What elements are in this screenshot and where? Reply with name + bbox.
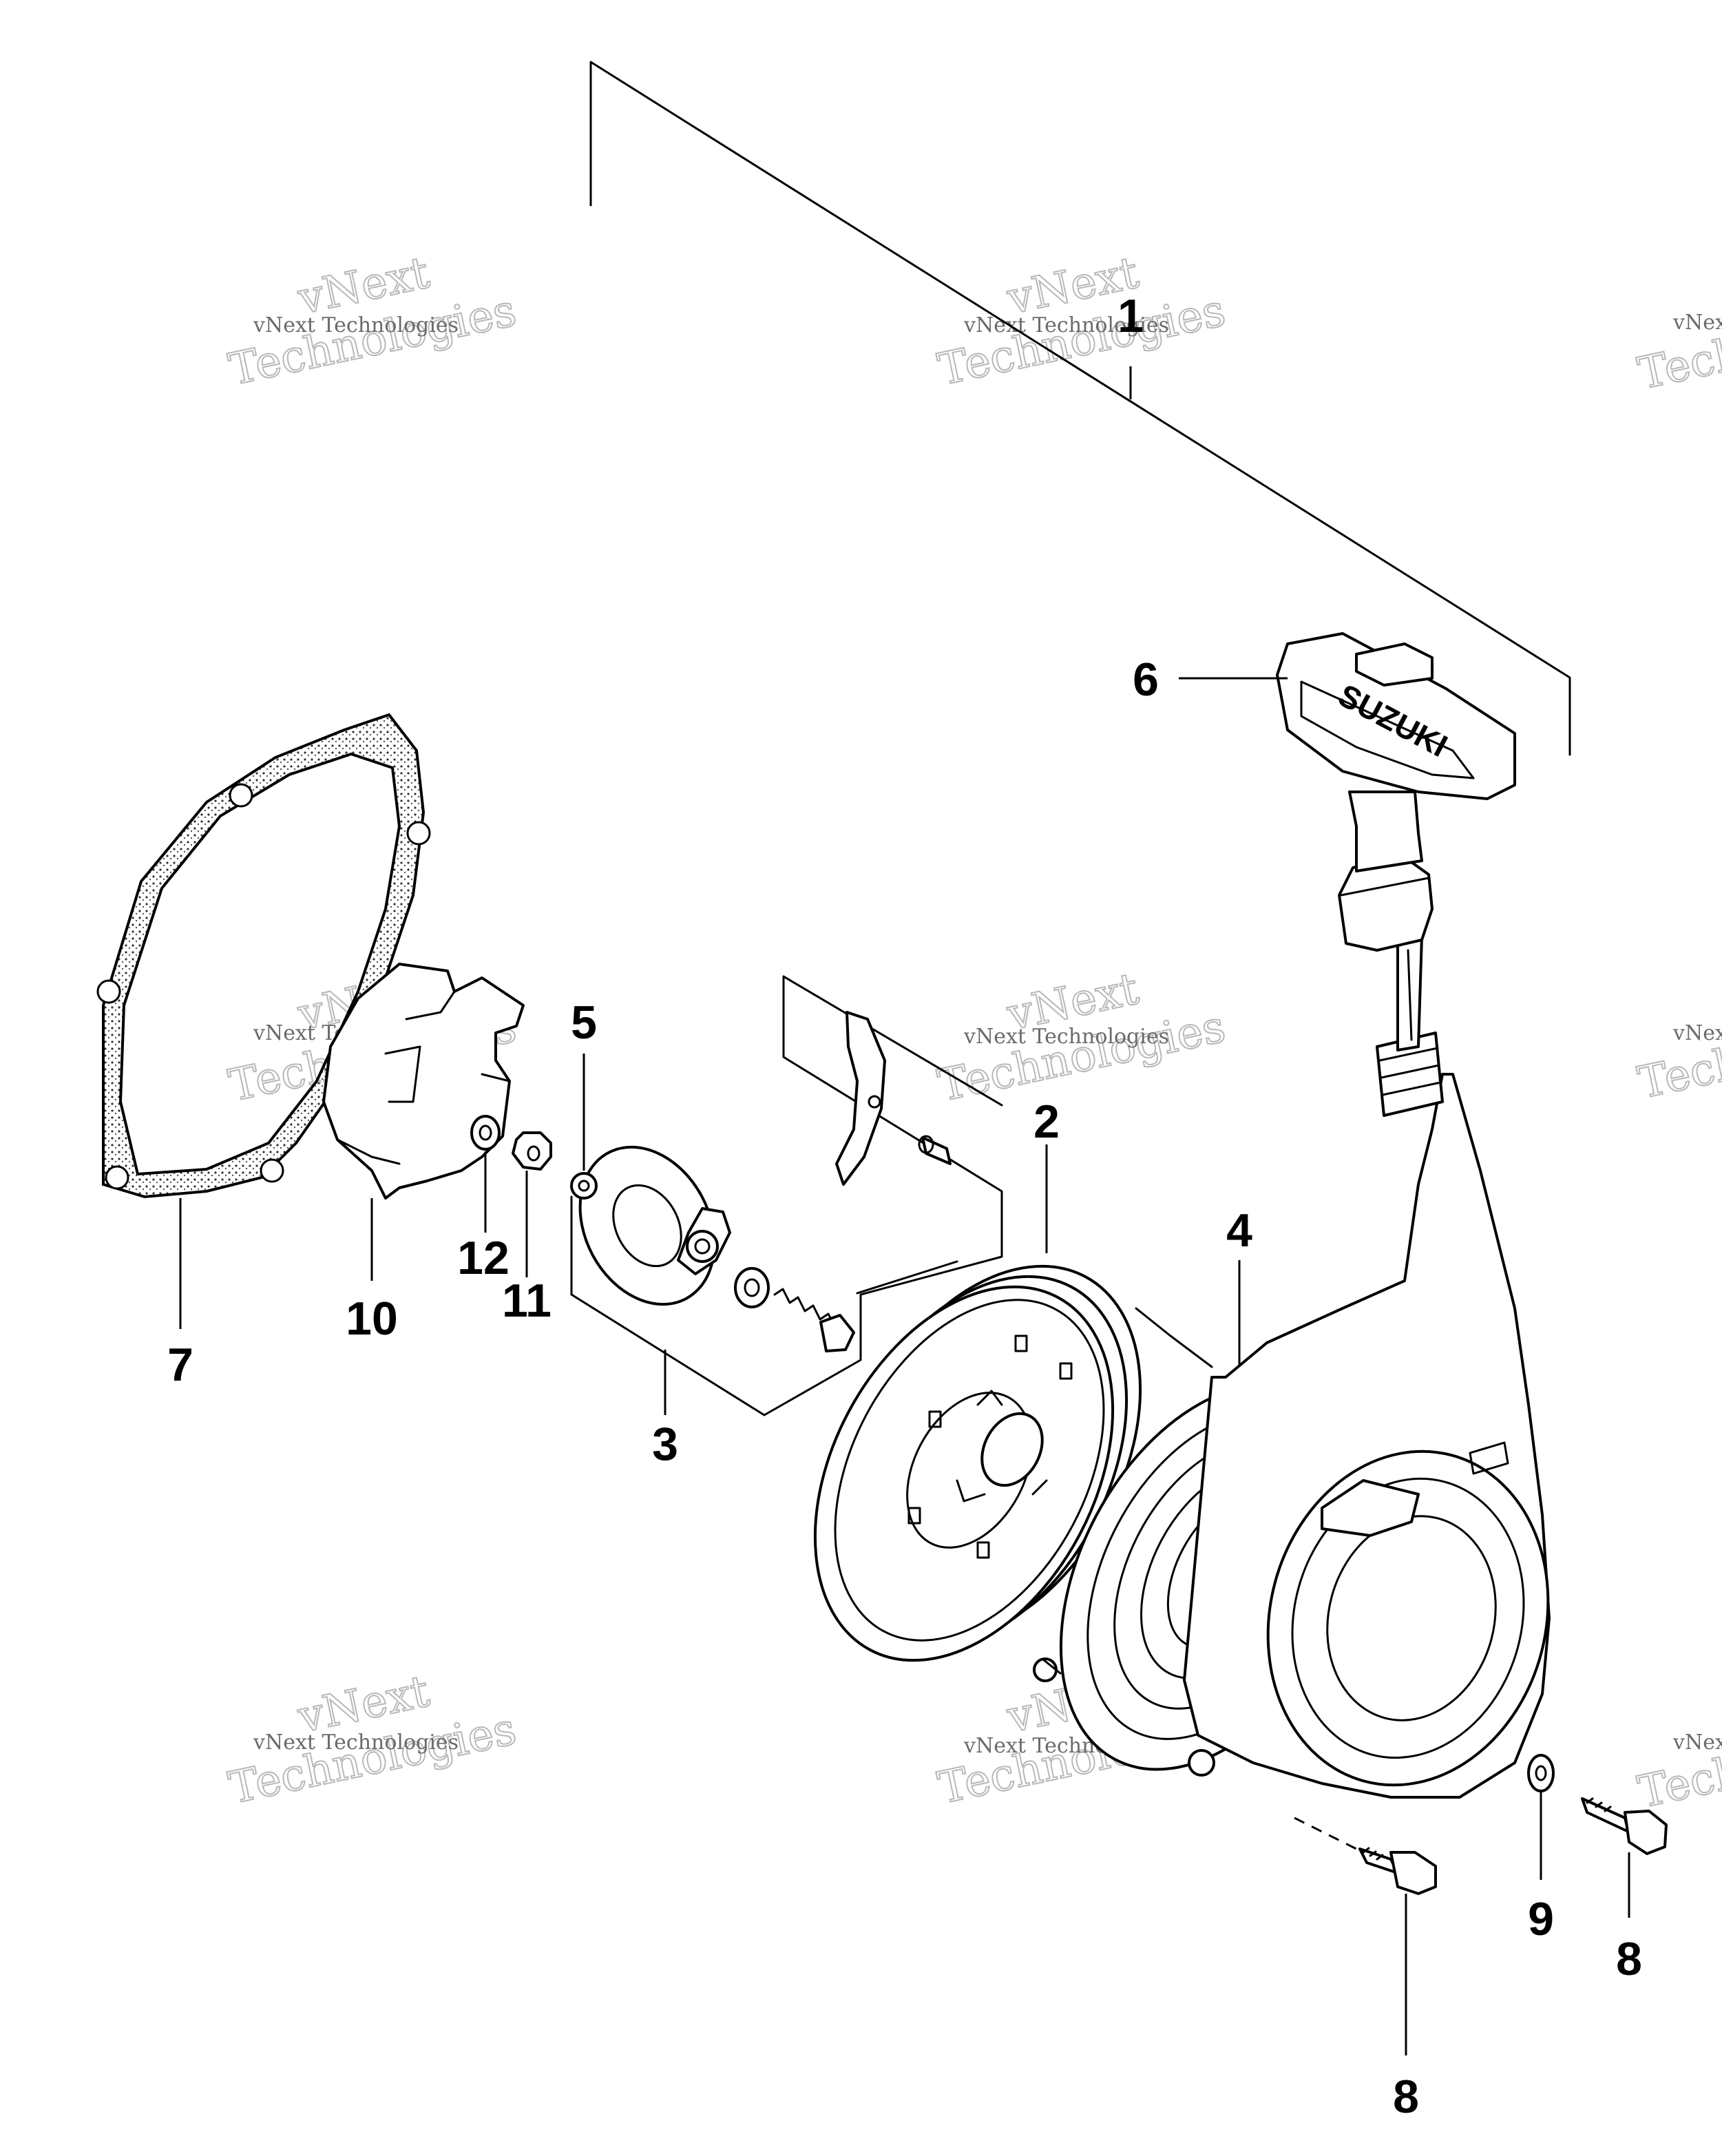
- bolt-right: [1581, 1797, 1668, 1918]
- part-label-6: 6: [1133, 653, 1159, 706]
- ratchet-kit: [570, 975, 1003, 1416]
- gasket: [96, 713, 431, 1329]
- assembly-bracket: [589, 61, 1571, 756]
- part-label-9: 9: [1528, 1893, 1554, 1945]
- washer: [1527, 1754, 1555, 1880]
- watermark-small: vNext Technologies: [253, 1730, 459, 1755]
- part-label-12: 12: [457, 1232, 510, 1284]
- part-label-4: 4: [1226, 1204, 1252, 1257]
- starter-handle: SUZUKI: [1179, 632, 1516, 952]
- washer-small: [470, 1115, 501, 1233]
- watermark-small-edge: vNext: [1672, 1730, 1722, 1755]
- part-label-5: 5: [571, 996, 597, 1049]
- nut: [570, 1054, 598, 1200]
- part-label-8-lower: 8: [1393, 2071, 1419, 2123]
- part-label-10: 10: [346, 1292, 398, 1345]
- watermark-small-edge: vNext: [1672, 311, 1722, 335]
- starter-case: [1033, 935, 1551, 1799]
- watermark-big-edge: Tech: [1634, 1747, 1722, 1819]
- bolt-lower: [1294, 1817, 1437, 2055]
- watermark-small-edge: vNext: [1672, 1021, 1722, 1045]
- part-label-8-right: 8: [1616, 1933, 1642, 1985]
- part-label-7: 7: [167, 1339, 193, 1391]
- part-label-3: 3: [652, 1418, 678, 1470]
- nut-small: [512, 1131, 552, 1277]
- rope-reel: [813, 1144, 1142, 1662]
- part-label-1: 1: [1117, 290, 1144, 342]
- watermark-big-edge: Tech: [1634, 328, 1722, 400]
- part-label-11: 11: [502, 1275, 552, 1327]
- watermark-big-edge: Tech: [1634, 1038, 1722, 1109]
- part-label-2: 2: [1033, 1096, 1060, 1148]
- watermark-small: vNext Technologies: [963, 1025, 1169, 1049]
- watermark-small: vNext Technologies: [253, 313, 459, 337]
